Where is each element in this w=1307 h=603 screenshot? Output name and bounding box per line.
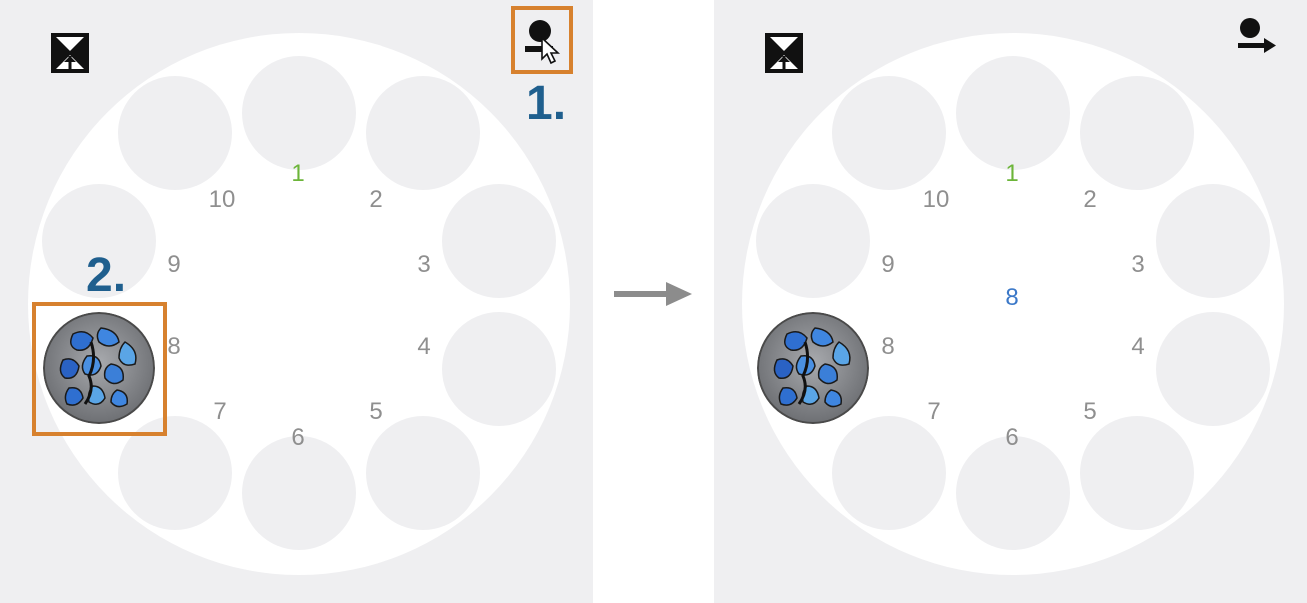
slot-number-7: 7: [213, 398, 227, 425]
slot-4[interactable]: [1156, 312, 1270, 426]
slot-number-1: 1: [1005, 160, 1019, 187]
eject-icon[interactable]: [50, 32, 90, 74]
slot-number-3: 3: [1131, 251, 1145, 278]
cursor-pointer-icon: [541, 36, 561, 65]
slot-6[interactable]: [242, 436, 356, 550]
slot-1[interactable]: [242, 56, 356, 170]
after-panel: 1 2 3 4 5 6 7 8 9 10 8: [714, 0, 1307, 603]
before-panel: 1 2 3 4 5 6 7 8 9 10 1. 2.: [0, 0, 593, 603]
slot-number-6: 6: [291, 424, 305, 451]
slot-number-5: 5: [369, 398, 383, 425]
slot-number-10: 10: [922, 186, 950, 213]
step-1-highlight: [511, 6, 573, 74]
slot-3[interactable]: [442, 184, 556, 298]
slot-2[interactable]: [366, 76, 480, 190]
slot-4[interactable]: [442, 312, 556, 426]
slot-10[interactable]: [832, 76, 946, 190]
slot-number-1: 1: [291, 160, 305, 187]
slot-6[interactable]: [956, 436, 1070, 550]
unload-sample-icon[interactable]: [1236, 16, 1280, 56]
step-2-label: 2.: [86, 249, 127, 302]
slot-number-3: 3: [417, 251, 431, 278]
step-2-highlight: [32, 302, 167, 436]
slot-number-5: 5: [1083, 398, 1097, 425]
slot-number-9: 9: [167, 251, 181, 278]
slot-9[interactable]: [756, 184, 870, 298]
load-sample-icon[interactable]: [520, 14, 566, 68]
slot-number-4: 4: [1131, 333, 1145, 360]
slot-number-9: 9: [881, 251, 895, 278]
selected-slot-indicator: 8: [1005, 284, 1019, 311]
arrow-right-icon: [614, 282, 692, 306]
slot-number-4: 4: [417, 333, 431, 360]
slot-5[interactable]: [366, 416, 480, 530]
slot-1[interactable]: [956, 56, 1070, 170]
slot-9[interactable]: [42, 184, 156, 298]
step-1-label: 1.: [526, 77, 567, 130]
slot-10[interactable]: [118, 76, 232, 190]
slot-3[interactable]: [1156, 184, 1270, 298]
slot-number-2: 2: [1083, 186, 1097, 213]
slot-number-10: 10: [208, 186, 236, 213]
slot-number-6: 6: [1005, 424, 1019, 451]
eject-icon[interactable]: [764, 32, 804, 74]
slot-number-7: 7: [927, 398, 941, 425]
slot-2[interactable]: [1080, 76, 1194, 190]
slot-number-8: 8: [167, 333, 181, 360]
slot-number-2: 2: [369, 186, 383, 213]
slot-7[interactable]: [832, 416, 946, 530]
loaded-specimen[interactable]: [757, 312, 869, 424]
slot-number-8: 8: [881, 333, 895, 360]
slot-5[interactable]: [1080, 416, 1194, 530]
